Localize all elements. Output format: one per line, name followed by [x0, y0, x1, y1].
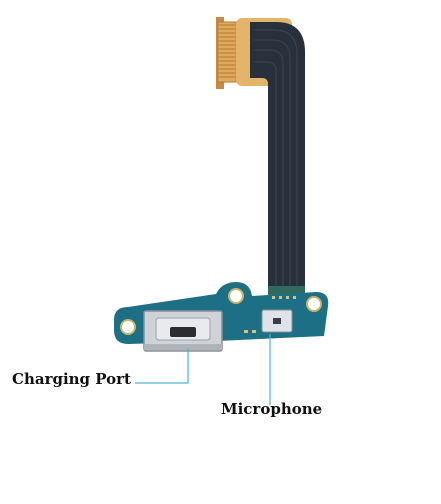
charging-port	[143, 310, 223, 352]
microphone-label: Microphone	[221, 400, 323, 418]
microphone-component	[261, 309, 293, 333]
callout-lines	[135, 334, 271, 405]
flex-cable	[250, 22, 305, 298]
charging-port-label: Charging Port	[12, 370, 131, 388]
